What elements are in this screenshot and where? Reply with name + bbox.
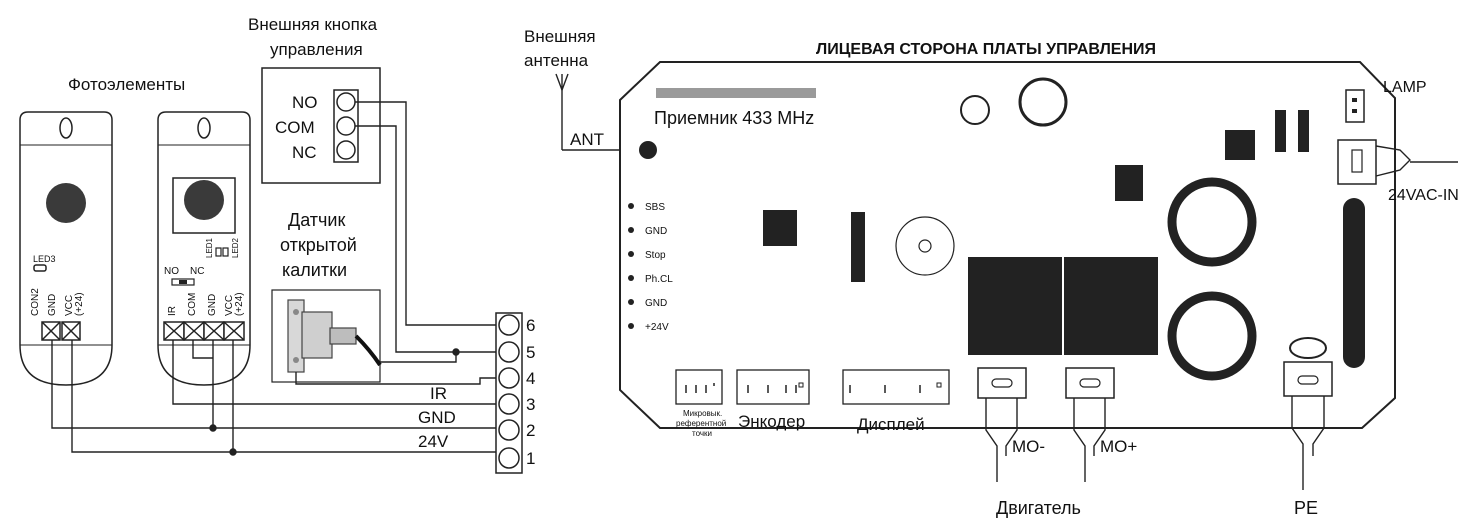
motor-label: Двигатель [996, 498, 1081, 518]
photocell-1-term-24: (+24) [74, 292, 85, 316]
photocell-2-screw-terminals [163, 321, 245, 341]
mo-plus-label: MO+ [1100, 437, 1137, 456]
photocell-1-screw-terminals [41, 321, 81, 341]
photocell-2: LED1 LED2 NO NC IR COM GND VCC (+24) [157, 111, 251, 386]
input-stop: Stop [645, 250, 666, 261]
pe-terminal [1283, 361, 1333, 490]
display-label: Дисплей [857, 415, 925, 434]
motor-terminal-minus [977, 367, 1027, 482]
terminal-4: 4 [526, 369, 535, 388]
motor-terminal-plus [1065, 367, 1115, 482]
terminal-5: 5 [526, 343, 535, 362]
photocell-2-led2-label: LED2 [231, 237, 240, 258]
input-phcl: Ph.CL [645, 274, 673, 285]
bus-wiring [51, 101, 496, 456]
photocell-1-lens [46, 183, 86, 223]
input-sbs: SBS [645, 202, 665, 213]
photocells-title: Фотоэлементы [68, 75, 185, 94]
receiver-module [656, 88, 816, 98]
lamp-connector [1345, 89, 1365, 123]
photocell-2-jumper [171, 278, 195, 286]
photocell-2-term-gnd: GND [207, 294, 218, 316]
board-title: ЛИЦЕВАЯ СТОРОНА ПЛАТЫ УПРАВЛЕНИЯ [816, 41, 1156, 58]
ant-terminal [639, 141, 657, 159]
antenna-title-1: Внешняя [524, 27, 596, 46]
antenna-title-2: антенна [524, 51, 589, 70]
encoder-label: Энкодер [738, 412, 805, 431]
button-contact-no: NO [292, 93, 318, 112]
gate-sensor-title-2: открытой [280, 235, 357, 255]
display-connector [842, 369, 950, 405]
bus-label-gnd: GND [418, 408, 456, 427]
input-gnd-2: GND [645, 298, 667, 309]
bus-label-ir: IR [430, 384, 447, 403]
power-in-connector [1337, 139, 1458, 185]
photocell-2-lens [184, 180, 224, 220]
photocell-1-term-con2: CON2 [30, 288, 41, 316]
photocell-2-led2 [222, 247, 229, 257]
input-leds [628, 203, 634, 329]
photocell-2-no-label: NO [164, 266, 179, 277]
lamp-label: LAMP [1383, 79, 1427, 96]
encoder-connector [736, 369, 810, 405]
bus-label-24v: 24V [418, 432, 449, 451]
button-contact-com: COM [275, 118, 315, 137]
photocell-2-led1 [215, 247, 222, 257]
board-components [763, 77, 1365, 381]
micro-switch-label-2: референтной [676, 419, 726, 428]
gate-sensor-title-3: калитки [282, 260, 347, 280]
receiver-label: Приемник 433 MHz [654, 108, 814, 128]
photocell-1-term-gnd: GND [47, 294, 58, 316]
gate-sensor-title-1: Датчик [288, 210, 345, 230]
ant-label: ANT [570, 130, 604, 149]
mo-minus-label: MO- [1012, 437, 1045, 456]
photocell-1-led [33, 264, 47, 272]
pe-label: PE [1294, 498, 1318, 518]
photocell-1: LED3 CON2 GND VCC (+24) [19, 111, 113, 386]
terminal-strip [495, 312, 523, 474]
gate-sensor-latch [271, 289, 382, 383]
micro-switch-label-3: точки [692, 429, 712, 438]
input-24v: +24V [645, 322, 669, 333]
photocell-1-term-vcc: VCC [64, 295, 75, 316]
terminal-2: 2 [526, 421, 535, 440]
photocell-2-term-ir: IR [167, 306, 178, 316]
photocell-2-led1-label: LED1 [205, 237, 214, 258]
photocell-1-led-label: LED3 [33, 254, 56, 264]
terminal-3: 3 [526, 395, 535, 414]
button-contact-nc: NC [292, 143, 317, 162]
ext-button-title-2: управления [270, 40, 363, 59]
micro-switch-label-1: Микровык. [683, 409, 722, 418]
terminal-1: 1 [526, 449, 535, 468]
photocell-2-term-vcc: VCC [224, 295, 235, 316]
micro-switch-connector [675, 369, 723, 405]
input-gnd-1: GND [645, 226, 667, 237]
photocell-2-term-24: (+24) [234, 292, 245, 316]
ext-button-title-1: Внешняя кнопка [248, 15, 378, 34]
photocell-2-term-com: COM [187, 293, 198, 316]
terminal-6: 6 [526, 316, 535, 335]
power-in-label: 24VAC-IN [1388, 187, 1459, 204]
photocell-2-nc-label: NC [190, 266, 204, 277]
